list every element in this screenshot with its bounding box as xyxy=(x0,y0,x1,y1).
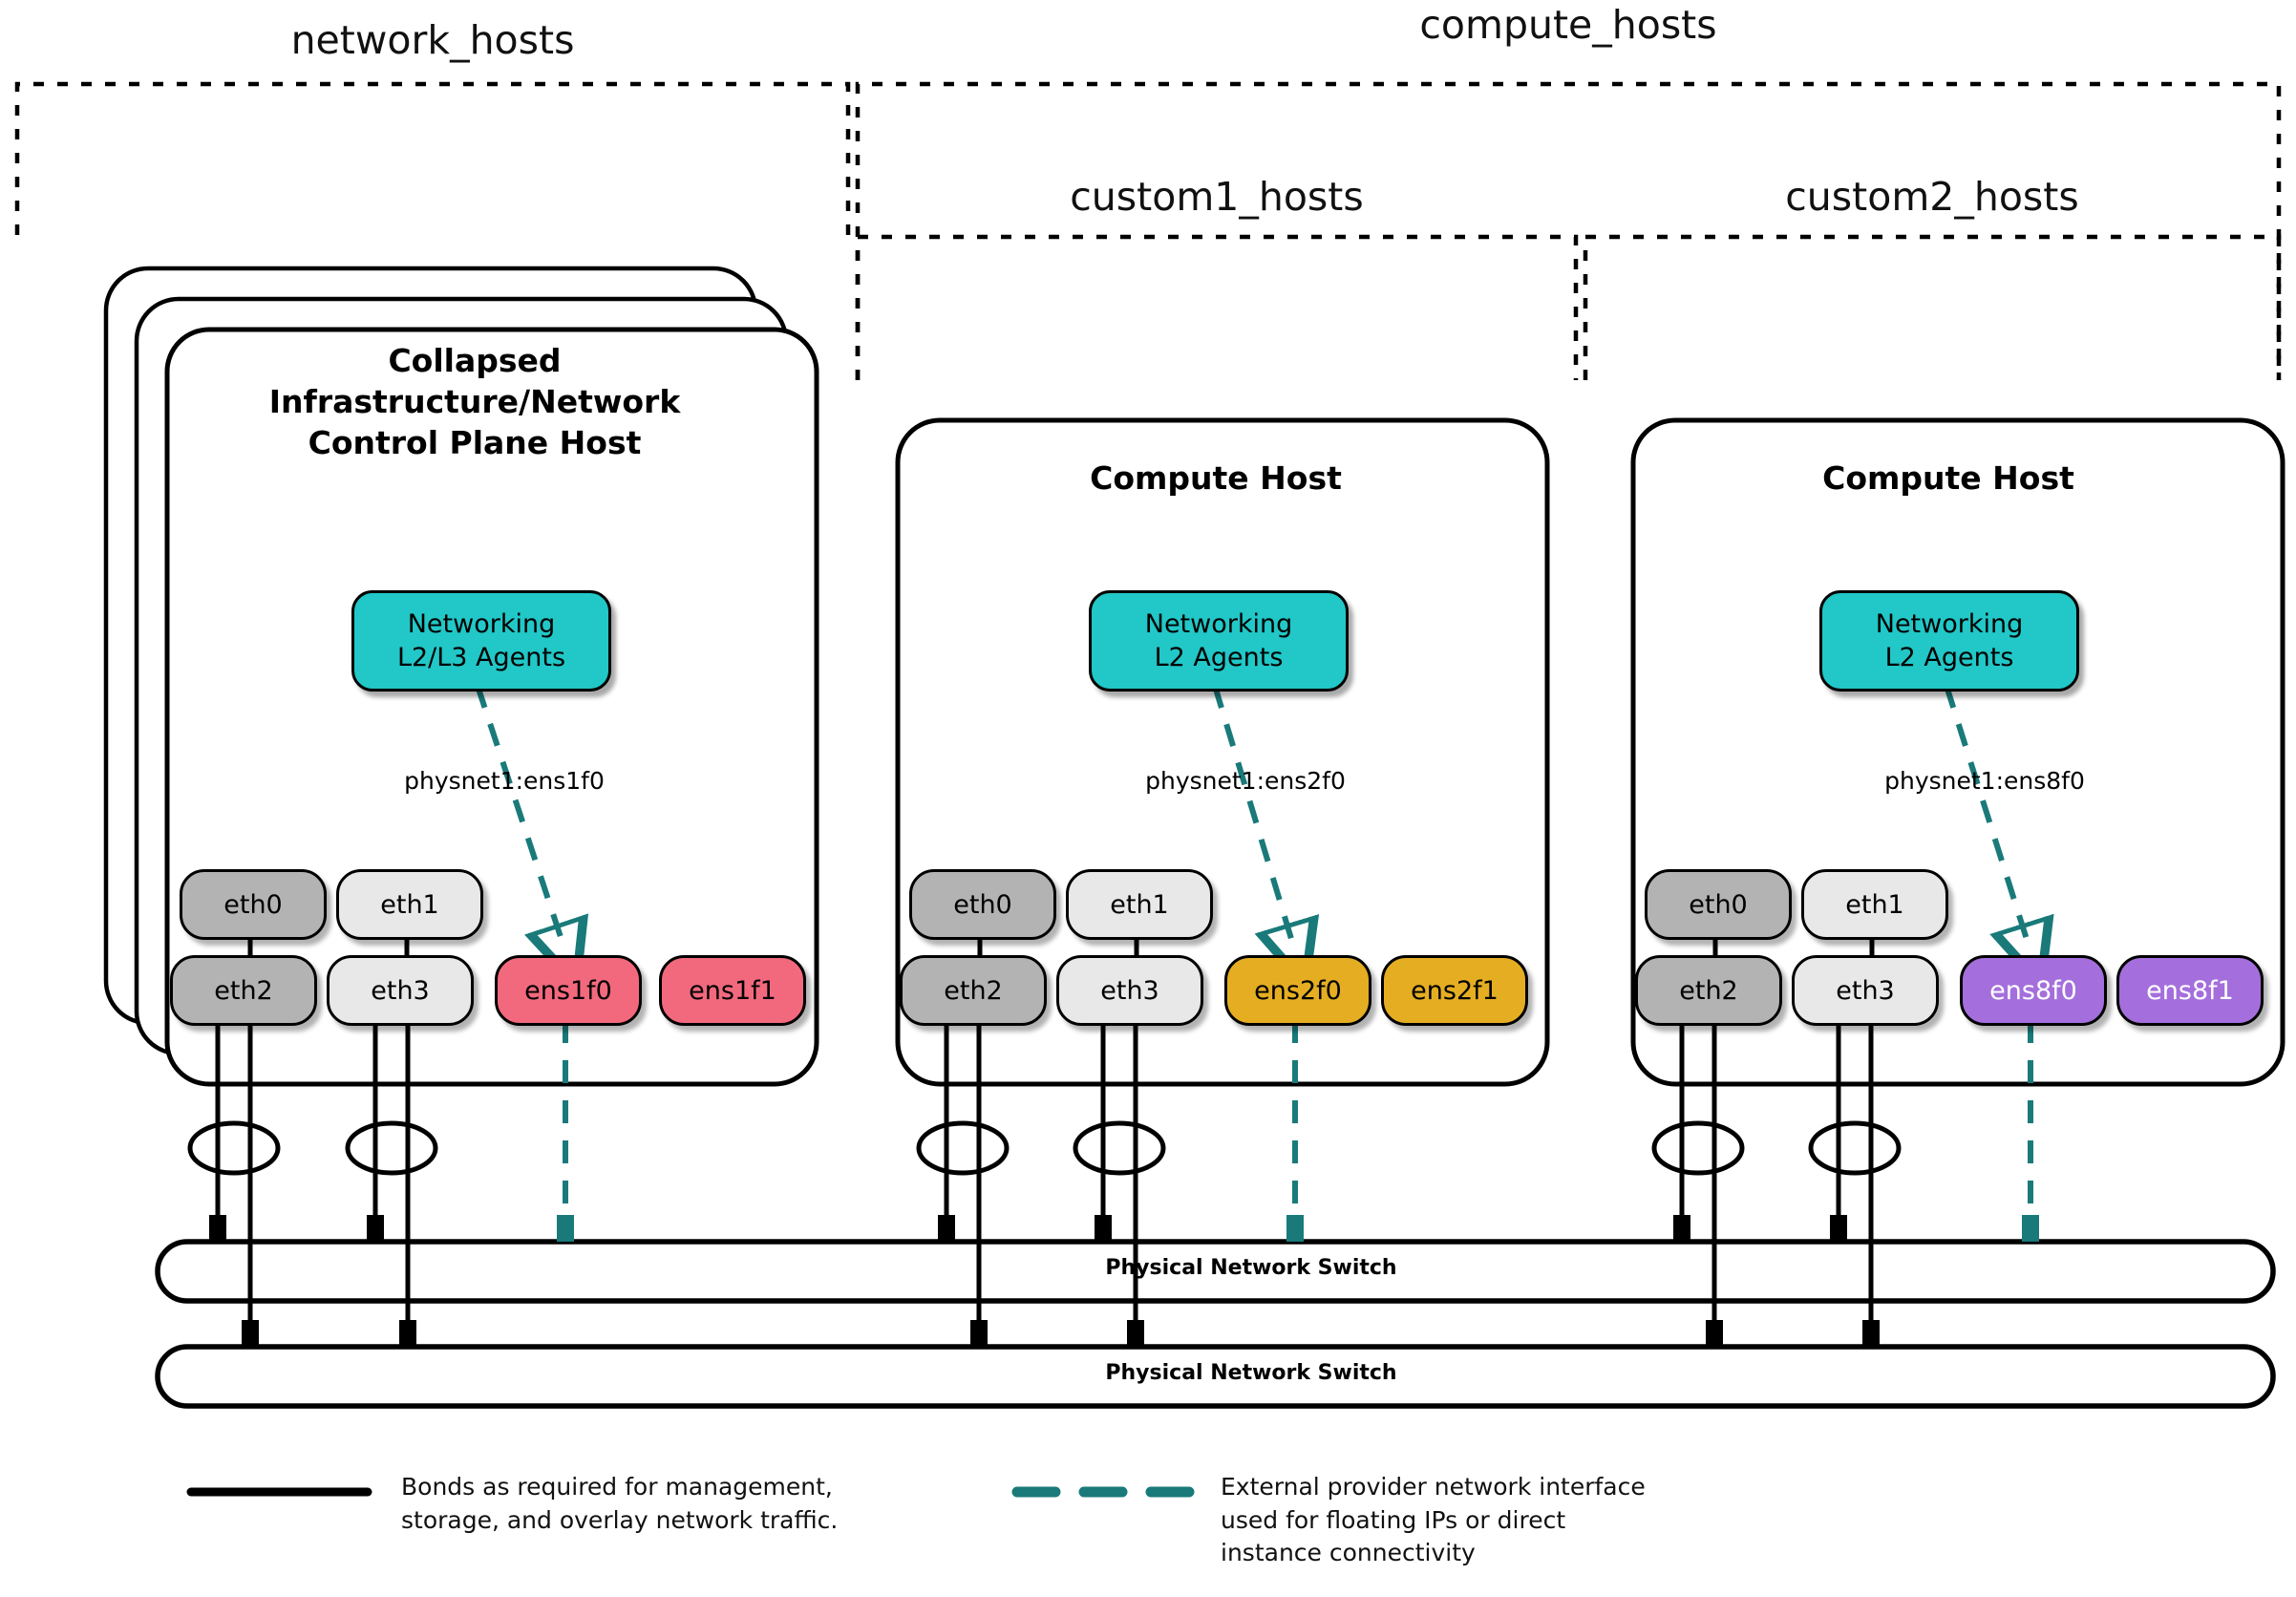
host-title: Compute Host xyxy=(1090,459,1342,497)
switch-port-block xyxy=(970,1320,988,1347)
switch-port-block xyxy=(938,1215,955,1242)
nic-pill-ens8f0[interactable]: ens8f0 xyxy=(1960,955,2107,1026)
physnet-mapping-label: physnet1:ens2f0 xyxy=(1145,767,1346,795)
group-title-custom2_hosts: custom2_hosts xyxy=(1785,174,2079,220)
provider-network-link-agent-to-nic xyxy=(1212,685,1295,951)
switch-bars-layer xyxy=(155,1239,2276,1409)
switch-label: Physical Network Switch xyxy=(1105,1256,1397,1280)
bond-ellipse xyxy=(1651,1120,1745,1176)
networking-agent-box[interactable]: Networking L2 Agents xyxy=(1819,590,2079,692)
legend-provider-text: External provider network interface used… xyxy=(1221,1473,1646,1566)
nic-pill-eth0[interactable]: eth0 xyxy=(180,869,327,940)
group-boundary-compute_hosts xyxy=(855,81,2282,380)
legend-bond-text: Bonds as required for management, storag… xyxy=(401,1473,839,1534)
group-boundary-custom1_hosts xyxy=(855,234,1579,380)
nic-pill-ens2f1[interactable]: ens2f1 xyxy=(1381,955,1528,1026)
provider-network-link-agent-to-nic xyxy=(475,685,565,951)
physical-network-switch-bar[interactable] xyxy=(155,1239,2276,1304)
switch-port-block xyxy=(1830,1215,1847,1242)
switch-ports-layer xyxy=(209,1215,1880,1347)
bond-ellipse xyxy=(345,1120,438,1176)
host-title: Compute Host xyxy=(1822,459,2074,497)
networking-agent-box[interactable]: Networking L2/L3 Agents xyxy=(351,590,611,692)
nic-pill-ens1f1[interactable]: ens1f1 xyxy=(659,955,806,1026)
group-title-network_hosts: network_hosts xyxy=(290,17,575,63)
physical-network-switch-bar[interactable] xyxy=(155,1344,2276,1409)
nic-pill-eth0[interactable]: eth0 xyxy=(1645,869,1792,940)
provider-links-layer xyxy=(475,685,2039,1242)
nic-pill-eth0[interactable]: eth0 xyxy=(909,869,1056,940)
nic-pill-eth3[interactable]: eth3 xyxy=(1056,955,1203,1026)
physnet-mapping-label: physnet1:ens1f0 xyxy=(404,767,605,795)
bond-ellipse xyxy=(1808,1120,1902,1176)
nic-pill-eth1[interactable]: eth1 xyxy=(1066,869,1213,940)
nic-pill-ens1f0[interactable]: ens1f0 xyxy=(495,955,642,1026)
group-title-custom1_hosts: custom1_hosts xyxy=(1070,174,1364,220)
provider-switch-port-block xyxy=(557,1215,574,1242)
group-boundary-network_hosts xyxy=(14,81,851,235)
switch-label: Physical Network Switch xyxy=(1105,1361,1397,1385)
bond-ellipse xyxy=(187,1120,281,1176)
host-box[interactable] xyxy=(164,327,819,1087)
bond-ellipse xyxy=(916,1120,1010,1176)
switch-port-block xyxy=(1706,1320,1723,1347)
provider-switch-port-block xyxy=(2022,1215,2039,1242)
nic-pill-eth2[interactable]: eth2 xyxy=(1635,955,1782,1026)
bond-ellipse xyxy=(1073,1120,1166,1176)
switch-port-block xyxy=(1673,1215,1690,1242)
group-title-compute_hosts: compute_hosts xyxy=(1419,2,1717,48)
host-title: Collapsed Infrastructure/Network Control… xyxy=(268,342,681,461)
group-boundary-custom2_hosts xyxy=(1583,234,2282,380)
nic-pill-eth1[interactable]: eth1 xyxy=(1801,869,1948,940)
host-box[interactable] xyxy=(895,417,1550,1087)
provider-network-link-agent-to-nic xyxy=(1944,685,2030,951)
group-boundaries-layer xyxy=(14,81,2282,380)
switch-port-block xyxy=(1095,1215,1112,1242)
bond-ellipses-layer xyxy=(187,1120,1902,1176)
nic-pill-eth3[interactable]: eth3 xyxy=(327,955,474,1026)
switch-port-block xyxy=(242,1320,259,1347)
nic-pill-eth2[interactable]: eth2 xyxy=(900,955,1047,1026)
host-boxes-layer xyxy=(103,266,2285,1087)
nic-pill-eth2[interactable]: eth2 xyxy=(170,955,317,1026)
switch-port-block xyxy=(209,1215,226,1242)
nic-pill-eth1[interactable]: eth1 xyxy=(336,869,483,940)
switch-port-block xyxy=(1862,1320,1880,1347)
host-box[interactable] xyxy=(1630,417,2285,1087)
provider-switch-port-block xyxy=(1286,1215,1304,1242)
switch-port-block xyxy=(399,1320,416,1347)
switch-port-block xyxy=(1127,1320,1144,1347)
physnet-mapping-label: physnet1:ens8f0 xyxy=(1884,767,2085,795)
nic-pill-ens2f0[interactable]: ens2f0 xyxy=(1224,955,1371,1026)
switch-port-block xyxy=(367,1215,384,1242)
nic-pill-eth3[interactable]: eth3 xyxy=(1792,955,1939,1026)
nic-pill-ens8f1[interactable]: ens8f1 xyxy=(2116,955,2264,1026)
networking-agent-box[interactable]: Networking L2 Agents xyxy=(1089,590,1349,692)
